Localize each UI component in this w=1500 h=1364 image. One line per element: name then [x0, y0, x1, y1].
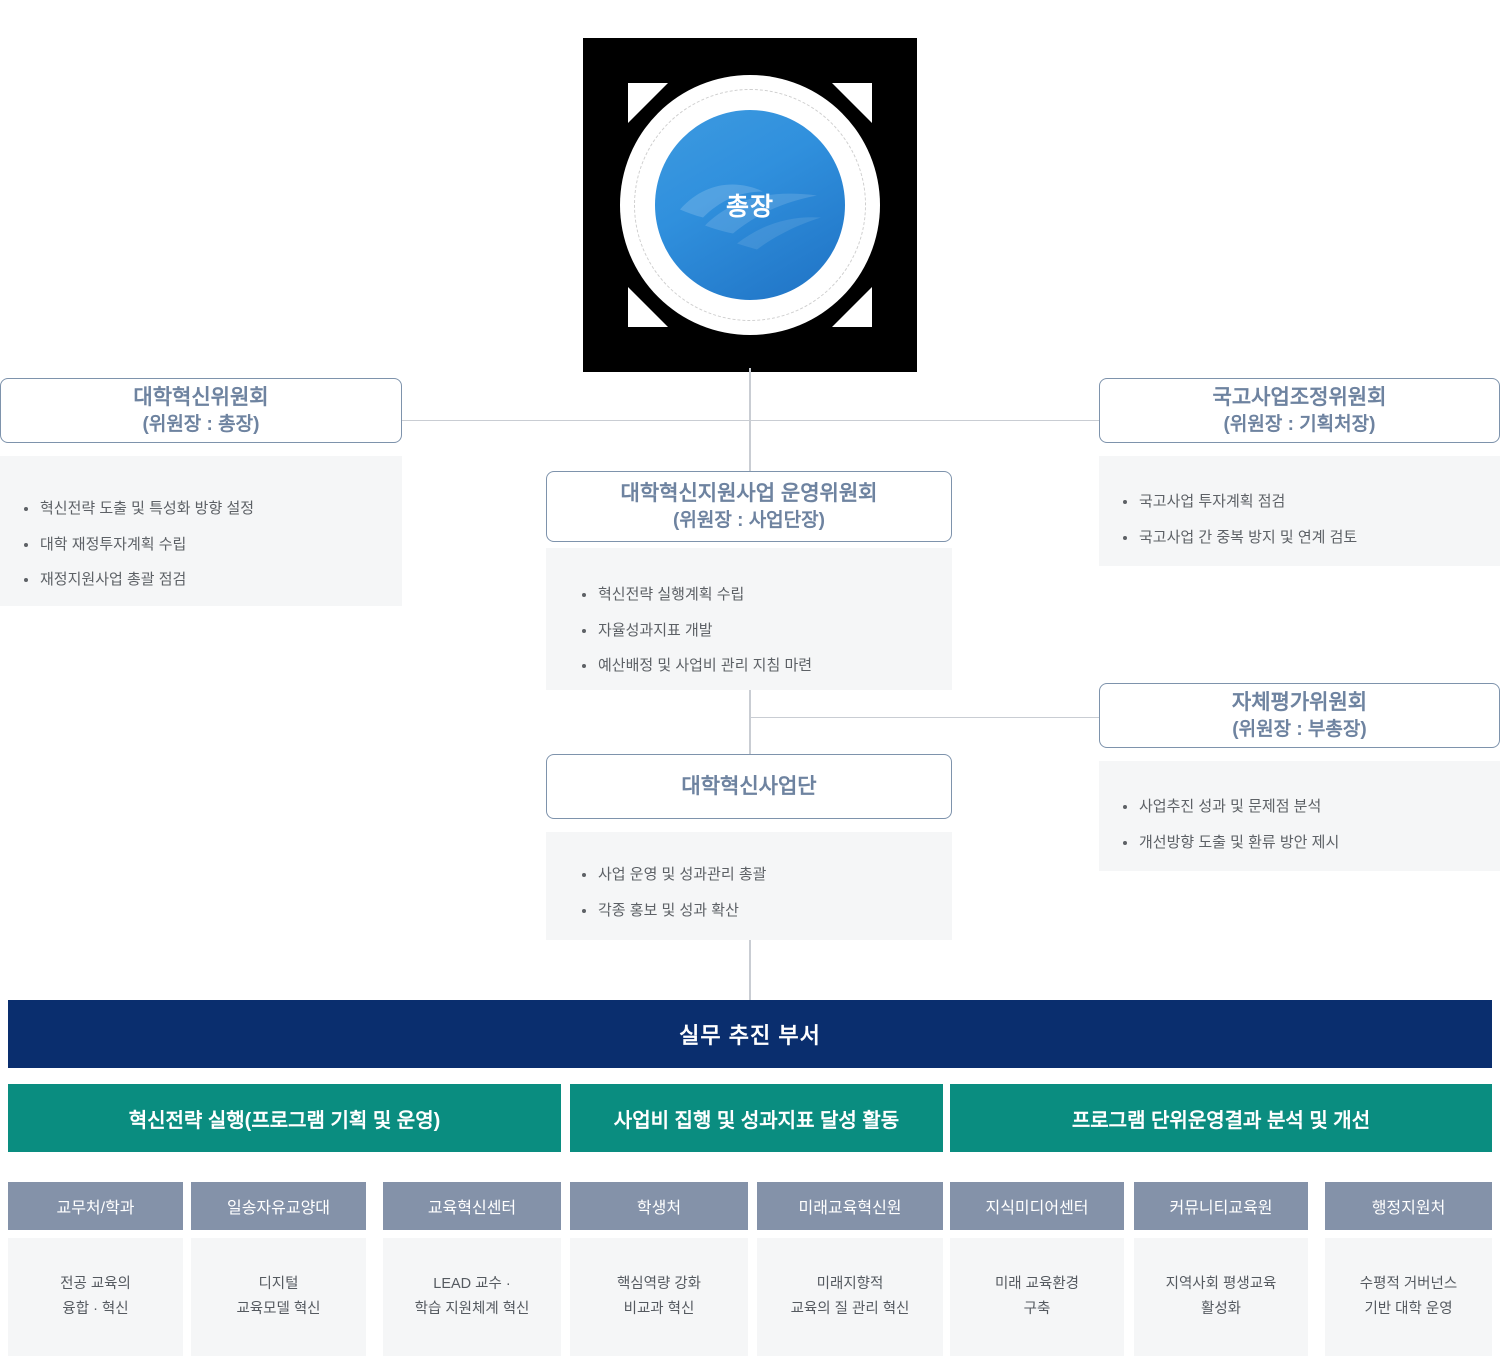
- right-committee-top-title-text: 국고사업조정위원회: [1212, 386, 1387, 410]
- dept-header-label: 학생처: [636, 1200, 682, 1217]
- group-header-label: 사업비 집행 및 성과지표 달성 활동: [613, 1109, 900, 1132]
- node-center-committee-title[interactable]: 대학혁신지원사업 운영위원회 (위원장 : 사업단장): [546, 471, 952, 542]
- dept-header-community-education-institute[interactable]: 커뮤니티교육원: [1134, 1182, 1308, 1230]
- node-left-committee-detail: 혁신전략 도출 및 특성화 방향 설정 대학 재정투자계획 수립 재정지원사업 …: [0, 456, 402, 606]
- list-item: 사업 운영 및 성과관리 총괄: [580, 864, 952, 887]
- dept-header-future-education-institute[interactable]: 미래교육혁신원: [757, 1182, 943, 1230]
- dept-body-text: 수평적 거버넌스 기반 대학 운영: [1359, 1276, 1458, 1317]
- dept-header-label: 행정지원처: [1371, 1200, 1446, 1217]
- dept-body-text: 디지털 교육모델 혁신: [236, 1276, 321, 1317]
- dept-body-text: LEAD 교수 · 학습 지원체계 혁신: [414, 1276, 530, 1317]
- list-item: 국고사업 간 중복 방지 및 연계 검토: [1121, 527, 1500, 550]
- group-header-innovation-strategy[interactable]: 혁신전략 실행(프로그램 기획 및 운영): [8, 1084, 561, 1152]
- dept-header-ilsong-liberal-arts[interactable]: 일송자유교양대: [191, 1182, 366, 1230]
- list-item: 예산배정 및 사업비 관리 지침 마련: [580, 655, 952, 678]
- node-left-committee-title[interactable]: 대학혁신위원회 (위원장 : 총장): [0, 378, 402, 443]
- dept-header-label: 교무처/학과: [56, 1200, 135, 1217]
- president-node: 총장: [583, 38, 917, 372]
- dept-body-knowledge-media-center: 미래 교육환경 구축: [950, 1238, 1124, 1356]
- list-item: 재정지원사업 총괄 점검: [22, 569, 402, 592]
- node-right-committee-top-title[interactable]: 국고사업조정위원회 (위원장 : 기획처장): [1099, 378, 1500, 443]
- center-committee-subtitle-text: (위원장 : 사업단장): [673, 509, 825, 531]
- list-item: 사업추진 성과 및 문제점 분석: [1121, 796, 1500, 819]
- group-header-budget-execution[interactable]: 사업비 집행 및 성과지표 달성 활동: [570, 1084, 943, 1152]
- center-committee-title-text: 대학혁신지원사업 운영위원회: [620, 482, 878, 506]
- center-committee-bullet-list: 혁신전략 실행계획 수립 자율성과지표 개발 예산배정 및 사업비 관리 지침 …: [580, 584, 952, 678]
- list-item: 각종 홍보 및 성과 확산: [580, 900, 952, 923]
- dept-body-text: 미래지향적 교육의 질 관리 혁신: [790, 1276, 910, 1317]
- right-committee-bottom-bullet-list: 사업추진 성과 및 문제점 분석 개선방향 도출 및 환류 방안 제시: [1121, 796, 1500, 854]
- connector-center-to-left-committee: [400, 420, 750, 421]
- dept-header-label: 커뮤니티교육원: [1169, 1200, 1273, 1217]
- left-committee-bullet-list: 혁신전략 도출 및 특성화 방향 설정 대학 재정투자계획 수립 재정지원사업 …: [22, 498, 402, 592]
- dept-body-text: 전공 교육의 융합 · 혁신: [60, 1276, 131, 1317]
- node-center-bureau-detail: 사업 운영 및 성과관리 총괄 각종 홍보 및 성과 확산: [546, 832, 952, 940]
- dept-body-future-education-institute: 미래지향적 교육의 질 관리 혁신: [757, 1238, 943, 1356]
- dept-header-administrative-support[interactable]: 행정지원처: [1325, 1182, 1492, 1230]
- wave-logo-watermark-icon: [680, 184, 821, 250]
- president-dashed-ring: [634, 89, 866, 321]
- right-committee-bottom-title-text: 자체평가위원회: [1231, 691, 1368, 715]
- node-right-committee-top-detail: 국고사업 투자계획 점검 국고사업 간 중복 방지 및 연계 검토: [1099, 456, 1500, 566]
- connector-center-to-right-committee-bottom: [749, 717, 1101, 718]
- node-right-committee-bottom-title[interactable]: 자체평가위원회 (위원장 : 부총장): [1099, 683, 1500, 748]
- group-header-label: 프로그램 단위운영결과 분석 및 개선: [1071, 1109, 1371, 1132]
- list-item: 혁신전략 실행계획 수립: [580, 584, 952, 607]
- left-committee-title-text: 대학혁신위원회: [133, 386, 269, 410]
- center-bureau-title-text: 대학혁신사업단: [681, 774, 817, 798]
- connector-center-to-bureau: [749, 690, 751, 756]
- navy-band-label: 실무 추진 부서: [679, 1023, 821, 1048]
- group-header-label: 혁신전략 실행(프로그램 기획 및 운영): [128, 1109, 441, 1132]
- left-committee-subtitle-text: (위원장 : 총장): [142, 413, 260, 435]
- right-committee-bottom-subtitle-text: (위원장 : 부총장): [1232, 718, 1367, 740]
- navy-band-working-departments: 실무 추진 부서: [8, 1000, 1492, 1068]
- list-item: 혁신전략 도출 및 특성화 방향 설정: [22, 498, 402, 521]
- dept-body-education-innovation-center: LEAD 교수 · 학습 지원체계 혁신: [383, 1238, 561, 1356]
- node-right-committee-bottom-detail: 사업추진 성과 및 문제점 분석 개선방향 도출 및 환류 방안 제시: [1099, 761, 1500, 871]
- node-center-bureau-title[interactable]: 대학혁신사업단: [546, 754, 952, 819]
- list-item: 자율성과지표 개발: [580, 620, 952, 643]
- dept-header-label: 지식미디어센터: [985, 1200, 1089, 1217]
- dept-body-community-education-institute: 지역사회 평생교육 활성화: [1134, 1238, 1308, 1356]
- list-item: 국고사업 투자계획 점검: [1121, 491, 1500, 514]
- dept-header-education-innovation-center[interactable]: 교육혁신센터: [383, 1182, 561, 1230]
- dept-header-student-affairs[interactable]: 학생처: [570, 1182, 748, 1230]
- list-item: 대학 재정투자계획 수립: [22, 534, 402, 557]
- node-center-committee-detail: 혁신전략 실행계획 수립 자율성과지표 개발 예산배정 및 사업비 관리 지침 …: [546, 548, 952, 690]
- dept-header-academic-affairs[interactable]: 교무처/학과: [8, 1182, 183, 1230]
- right-committee-top-bullet-list: 국고사업 투자계획 점검 국고사업 간 중복 방지 및 연계 검토: [1121, 491, 1500, 549]
- dept-body-text: 지역사회 평생교육 활성화: [1165, 1276, 1277, 1317]
- right-committee-top-subtitle-text: (위원장 : 기획처장): [1223, 413, 1376, 435]
- dept-header-label: 교육혁신센터: [427, 1200, 517, 1217]
- group-header-program-analysis[interactable]: 프로그램 단위운영결과 분석 및 개선: [950, 1084, 1492, 1152]
- connector-president-to-center: [749, 368, 751, 476]
- connector-center-to-right-committee-top: [749, 420, 1101, 421]
- dept-body-academic-affairs: 전공 교육의 융합 · 혁신: [8, 1238, 183, 1356]
- center-bureau-bullet-list: 사업 운영 및 성과관리 총괄 각종 홍보 및 성과 확산: [580, 864, 952, 922]
- dept-header-label: 미래교육혁신원: [798, 1200, 902, 1217]
- dept-body-administrative-support: 수평적 거버넌스 기반 대학 운영: [1325, 1238, 1492, 1356]
- dept-body-text: 핵심역량 강화 비교과 혁신: [616, 1276, 702, 1317]
- list-item: 개선방향 도출 및 환류 방안 제시: [1121, 832, 1500, 855]
- dept-body-ilsong-liberal-arts: 디지털 교육모델 혁신: [191, 1238, 366, 1356]
- dept-header-label: 일송자유교양대: [226, 1200, 331, 1217]
- dept-body-student-affairs: 핵심역량 강화 비교과 혁신: [570, 1238, 748, 1356]
- dept-header-knowledge-media-center[interactable]: 지식미디어센터: [950, 1182, 1124, 1230]
- connector-bureau-to-navy-band: [749, 940, 751, 1002]
- president-circle: 총장: [655, 110, 845, 300]
- dept-body-text: 미래 교육환경 구축: [994, 1276, 1080, 1317]
- president-label: 총장: [725, 193, 774, 221]
